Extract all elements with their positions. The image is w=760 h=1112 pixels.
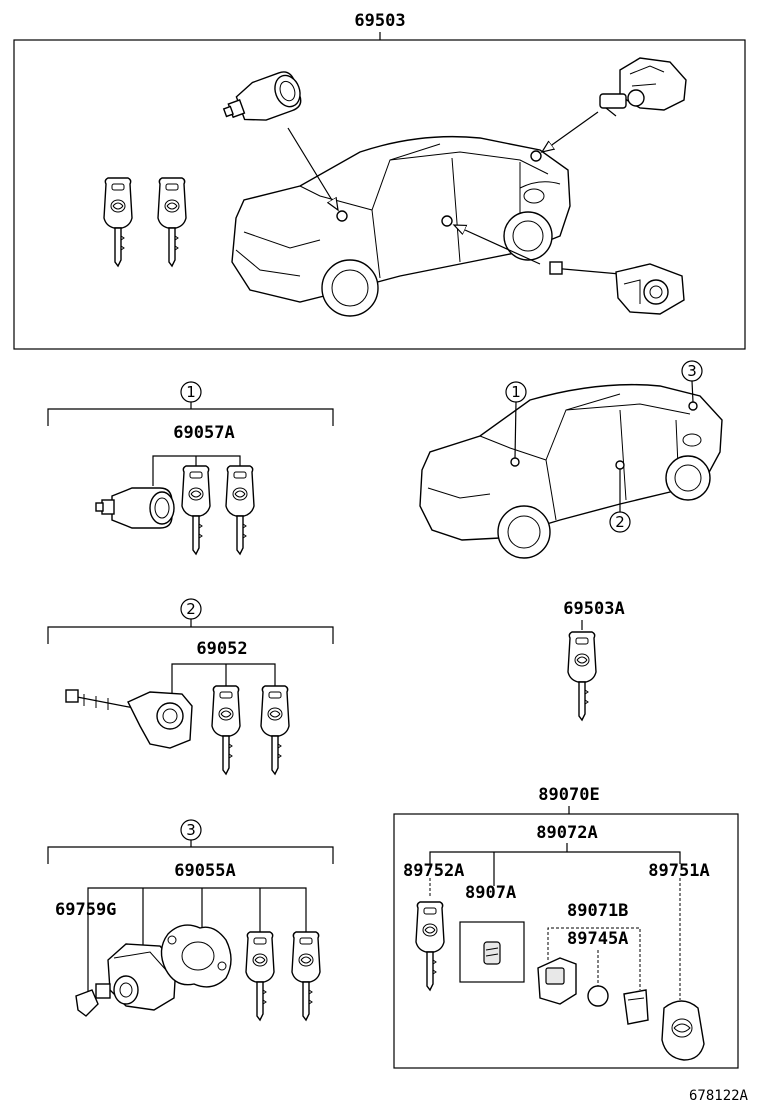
- callout-1: [505, 381, 527, 403]
- key-icon: [103, 177, 133, 267]
- transmitter-frame: [393, 813, 739, 1069]
- key-icon: [567, 631, 597, 721]
- leader-case: [547, 927, 641, 990]
- key-plate-box: [459, 921, 525, 983]
- label-group-2: 69052: [196, 639, 247, 659]
- key-fob-icon: [661, 1000, 705, 1061]
- top-assembly-frame: [13, 39, 746, 350]
- ignition-cylinder-icon: [95, 487, 175, 529]
- leader-car-3: [691, 380, 694, 403]
- callout-2-label: 2: [615, 513, 625, 531]
- leader-group-1: [152, 455, 241, 486]
- key-icon: [291, 931, 321, 1021]
- label-key-left: 89752A: [403, 861, 464, 881]
- callout-2-label: 2: [186, 600, 196, 618]
- bracket-group-3: [47, 846, 334, 864]
- key-icon: [211, 685, 241, 775]
- leader-group-2: [171, 663, 276, 700]
- label-transmitter-sub: 89072A: [536, 823, 597, 843]
- bracket-group-2: [47, 626, 334, 644]
- ignition-cylinder-icon: [217, 67, 307, 134]
- car-icon: [231, 135, 571, 317]
- figure-id: 678122A: [689, 1088, 749, 1104]
- label-battery: 89745A: [567, 929, 628, 949]
- leader-dash: [429, 878, 681, 1000]
- callout-3: [681, 360, 703, 382]
- case-icon: [537, 957, 577, 1005]
- trunk-lock-icon: [599, 57, 687, 117]
- label-group-1: 69057A: [173, 423, 234, 443]
- callout-2: [609, 511, 631, 533]
- gasket-icon: [160, 924, 232, 988]
- cover-icon: [623, 989, 649, 1025]
- key-icon: [225, 465, 255, 555]
- key-icon: [157, 177, 187, 267]
- key-icon: [245, 931, 275, 1021]
- label-transmitter-set: 89070E: [538, 785, 599, 805]
- label-fob: 89751A: [648, 861, 709, 881]
- leader-group-3: [87, 887, 307, 1010]
- label-case: 89071B: [567, 901, 628, 921]
- door-lock-icon: [549, 261, 685, 315]
- clip-icon: [75, 989, 99, 1017]
- key-plate-icon: [483, 941, 501, 965]
- arrow-door: [454, 225, 541, 265]
- label-group-3-sub: 69759G: [55, 900, 116, 920]
- bracket-group-1: [47, 408, 334, 426]
- key-icon: [415, 901, 445, 991]
- label-group-3: 69055A: [174, 861, 235, 881]
- leader-car-1: [514, 401, 517, 459]
- battery-icon: [587, 985, 609, 1007]
- callout-3-label: 3: [687, 362, 697, 380]
- label-key-plate: 8907A: [465, 883, 516, 903]
- callout-1-label: 1: [186, 383, 196, 401]
- leader-transmitter-sub: [429, 843, 681, 886]
- key-icon: [181, 465, 211, 555]
- arrow-trunk: [542, 111, 599, 152]
- label-spare-key: 69503A: [563, 599, 624, 619]
- door-lock-cylinder-icon: [65, 689, 193, 749]
- key-icon: [260, 685, 290, 775]
- arrow-ignition: [287, 127, 338, 210]
- callout-1-label: 1: [511, 383, 521, 401]
- trunk-cylinder-icon: [95, 943, 177, 1011]
- callout-3-label: 3: [186, 821, 196, 839]
- label-top-assembly: 69503: [354, 11, 405, 31]
- car-icon: [419, 383, 723, 559]
